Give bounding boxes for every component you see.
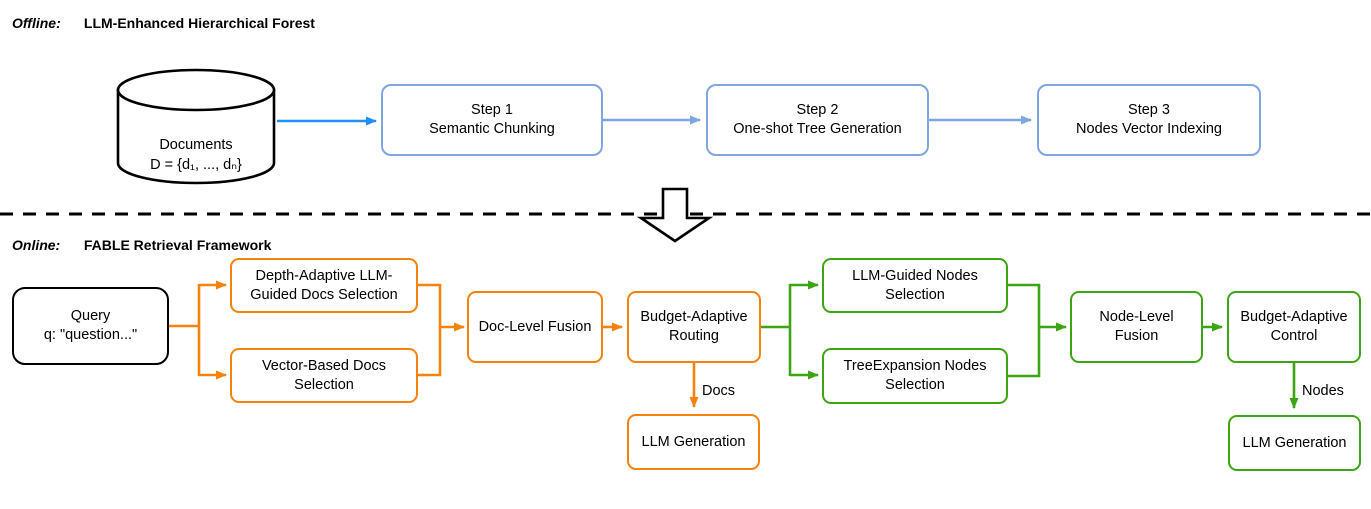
doc-fusion-label: Doc-Level Fusion [478,318,592,335]
documents-store-label: Documents D = {d₁, ..., dₙ} [118,128,274,184]
node-vector-based-docs-selection: Vector-Based Docs Selection [230,348,418,403]
offline-label: Offline: [12,15,61,31]
control-line1: Budget-Adaptive [1240,309,1348,326]
node-node-level-fusion: Node-Level Fusion [1070,291,1203,363]
query-line1: Query [70,308,111,325]
edge-label-docs: Docs [702,383,736,399]
step-2-line1: Step 2 [796,102,839,119]
documents-cylinder-top [116,68,276,112]
documents-cylinder-body [116,88,276,185]
documents-name: Documents [159,137,233,154]
node-fusion-line1: Node-Level [1099,309,1174,326]
vector-selection-line2: Selection [294,376,354,393]
node-query: Query q: "question..." [12,287,169,365]
online-title: FABLE Retrieval Framework [83,237,272,253]
step-1-line1: Step 1 [471,102,513,119]
node-llm-guided-nodes-selection: LLM-Guided Nodes Selection [822,258,1008,313]
edge-label-nodes: Nodes [1302,383,1344,399]
tree-expansion-line2: Selection [885,377,945,393]
node-doc-level-fusion: Doc-Level Fusion [467,291,603,363]
node-step-2-tree-generation: Step 2 One-shot Tree Generation [706,84,929,156]
online-label: Online: [12,237,61,253]
step-1-line2: Semantic Chunking [429,121,555,137]
node-budget-adaptive-control: Budget-Adaptive Control [1227,291,1361,363]
block-down-arrow-icon [636,187,714,243]
llm-generation-docs-label: LLM Generation [641,433,746,450]
step-3-line2: Nodes Vector Indexing [1076,121,1222,137]
depth-selection-line1: Depth-Adaptive LLM- [255,267,393,284]
node-llm-generation-docs: LLM Generation [627,414,760,470]
routing-line1: Budget-Adaptive [640,309,748,326]
routing-line2: Routing [669,328,719,344]
online-section-header: Online: FABLE Retrieval Framework [12,237,271,253]
llm-nodes-selection-line1: LLM-Guided Nodes [852,267,978,284]
node-tree-expansion-nodes-selection: TreeExpansion Nodes Selection [822,348,1008,404]
offline-section-header: Offline: LLM-Enhanced Hierarchical Fores… [12,15,315,31]
node-budget-adaptive-routing: Budget-Adaptive Routing [627,291,761,363]
control-line2: Control [1270,328,1318,344]
step-2-line2: One-shot Tree Generation [733,121,902,137]
node-step-3-vector-indexing: Step 3 Nodes Vector Indexing [1037,84,1261,156]
node-depth-adaptive-docs-selection: Depth-Adaptive LLM- Guided Docs Selectio… [230,258,418,313]
tree-expansion-line1: TreeExpansion Nodes [843,358,987,375]
query-line2: q: "question..." [43,327,138,343]
llm-generation-nodes-label: LLM Generation [1242,434,1347,451]
node-step-1-semantic-chunking: Step 1 Semantic Chunking [381,84,603,156]
offline-title: LLM-Enhanced Hierarchical Forest [83,15,315,31]
vector-selection-line1: Vector-Based Docs [261,357,387,374]
documents-set-notation: D = {d₁, ..., dₙ} [150,157,242,173]
node-llm-generation-nodes: LLM Generation [1228,415,1361,471]
node-fusion-line2: Fusion [1114,328,1159,344]
depth-selection-line2: Guided Docs Selection [250,286,398,303]
llm-nodes-selection-line2: Selection [885,286,945,303]
step-3-line1: Step 3 [1128,102,1170,119]
